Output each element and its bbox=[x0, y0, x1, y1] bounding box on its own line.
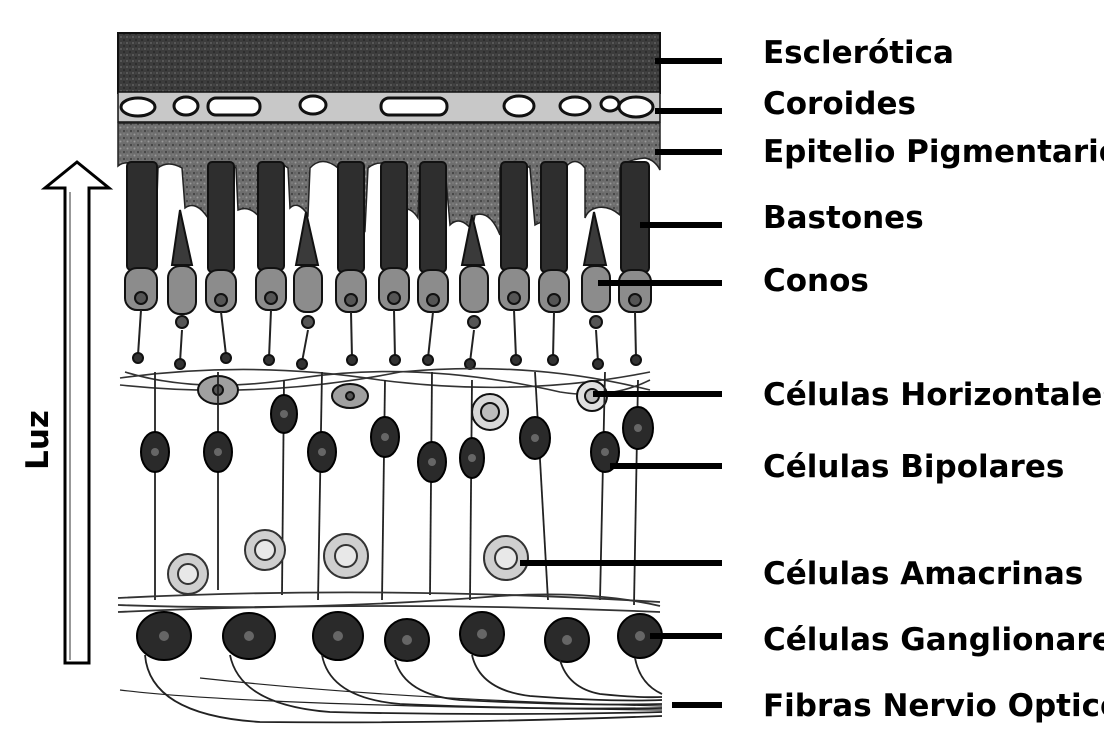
bipolar-cells bbox=[141, 372, 653, 605]
light-label: Luz bbox=[20, 410, 56, 470]
choroid-layer bbox=[118, 92, 660, 122]
ganglion-cells bbox=[137, 612, 662, 662]
label-choroid: Coroides bbox=[763, 86, 916, 122]
inner-plexiform-fibers bbox=[118, 592, 660, 612]
label-bipolar-cells: Células Bipolares bbox=[763, 449, 1064, 485]
label-rods: Bastones bbox=[763, 200, 924, 236]
label-optic-nerve-fibers: Fibras Nervio Optico bbox=[763, 688, 1104, 724]
label-pigment-epithelium: Epitelio Pigmentario bbox=[763, 134, 1104, 170]
label-amacrine-cells: Células Amacrinas bbox=[763, 556, 1083, 592]
label-sclera: Esclerótica bbox=[763, 35, 954, 71]
structure-labels: Esclerótica Coroides Epitelio Pigmentari… bbox=[763, 35, 1104, 724]
sclera-layer bbox=[118, 33, 660, 93]
label-cones: Conos bbox=[763, 263, 869, 299]
label-horizontal-cells: Células Horizontales bbox=[763, 377, 1104, 413]
amacrine-cells bbox=[168, 530, 528, 594]
optic-nerve-fibers bbox=[120, 655, 662, 722]
label-ganglion-cells: Células Ganglionares bbox=[763, 622, 1104, 658]
